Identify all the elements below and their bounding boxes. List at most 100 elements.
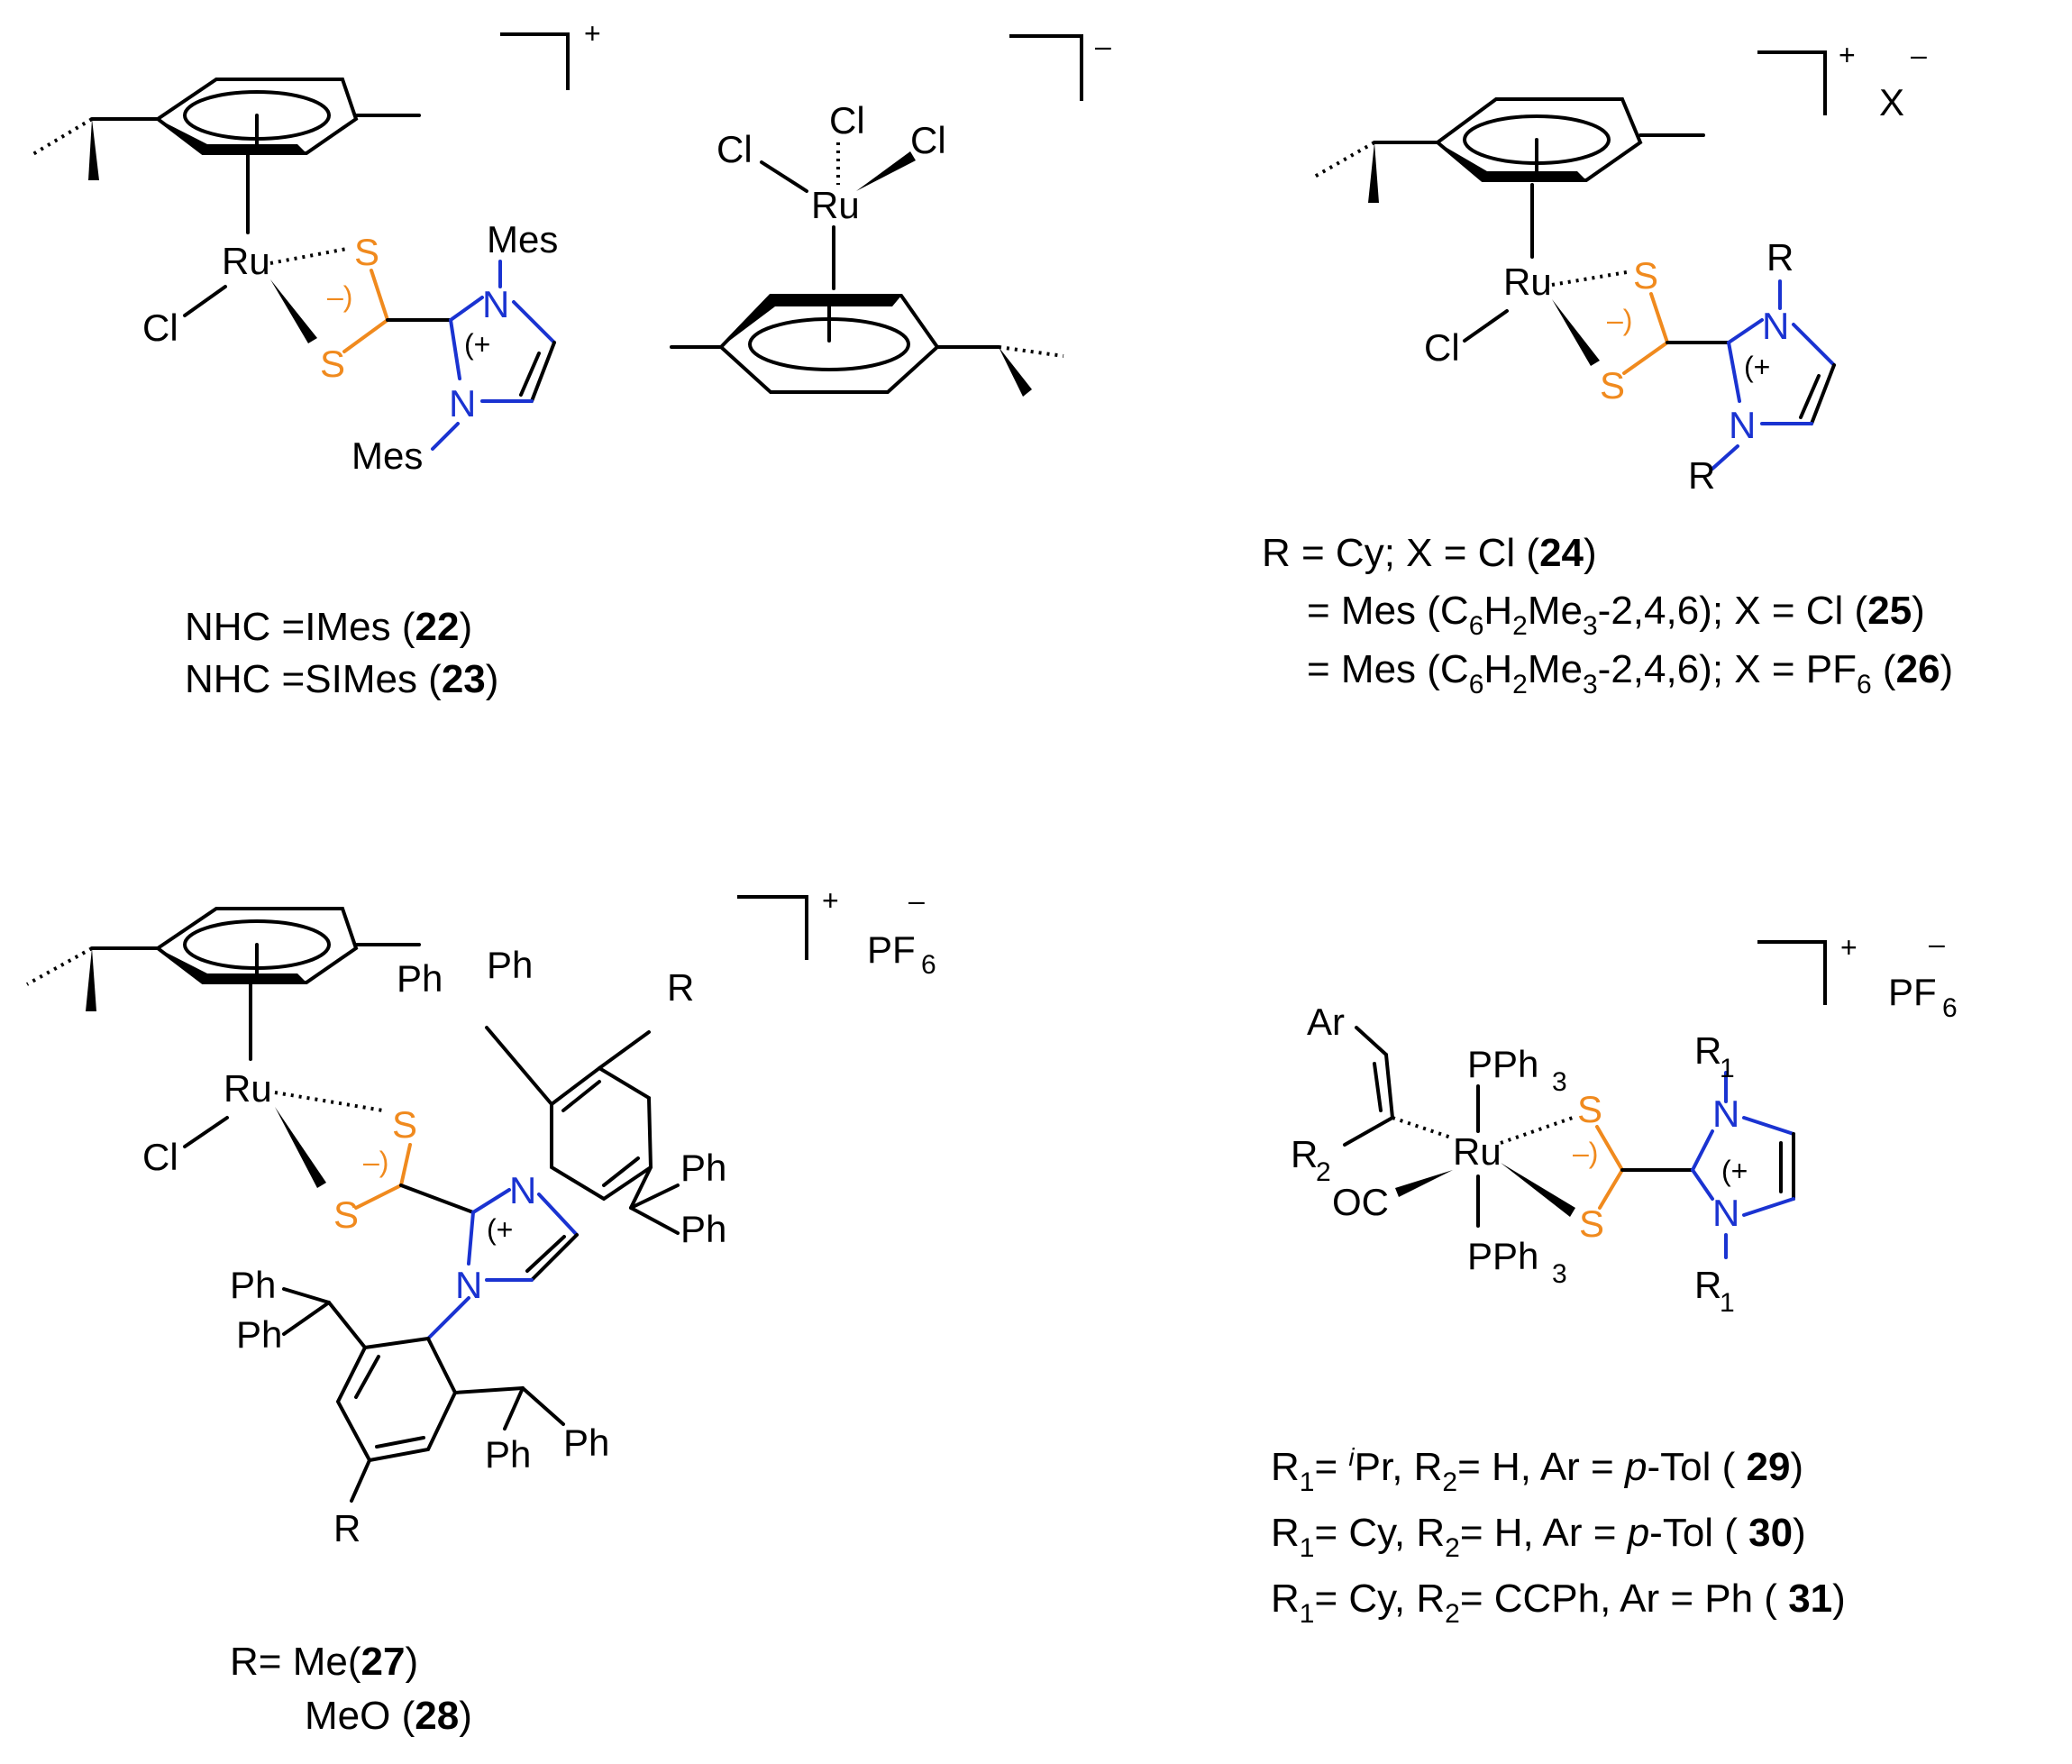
compound-number-24: 24 — [1539, 531, 1584, 575]
caption-30-r2-sub: 2 — [1445, 1533, 1460, 1563]
ru-atom: Ru — [224, 1067, 272, 1110]
caption-25-close: ) — [1912, 589, 1925, 633]
counterion-pf: PF — [1888, 971, 1937, 1013]
caption-25-sub3: 3 — [1583, 611, 1598, 641]
s-atom-bottom: S — [333, 1193, 359, 1236]
caption-22-text: NHC =IMes ( — [185, 605, 415, 649]
caption-30-close: ) — [1793, 1511, 1806, 1555]
r-top: R — [1766, 236, 1794, 279]
svg-text:R = Cy; X = Cl (24): R = Cy; X = Cl (24) — [1262, 531, 1597, 575]
caption-30-d: -Tol ( — [1649, 1511, 1748, 1555]
caption-31: R1= Cy, R2= CCPh, Ar = Ph ( 31) — [1271, 1577, 1846, 1629]
caption-22-close: ) — [459, 605, 472, 649]
caption-29-a: = — [1314, 1445, 1348, 1489]
compound-number-23: 23 — [442, 657, 486, 701]
cl-atom-left: Cl — [717, 128, 753, 170]
r2-sub: 2 — [1316, 1157, 1331, 1187]
n-atom-bottom: N — [449, 382, 476, 425]
oc-ligand: OC — [1332, 1181, 1389, 1223]
structure-29-31: Ar R 2 Ru OC PPh 3 PPh 3 S S –) N N (+ R — [1291, 928, 1958, 1318]
ph-7: Ph — [485, 1433, 531, 1476]
compound-number-27: 27 — [361, 1640, 405, 1684]
svg-text:= Mes (C6H2Me3-2,4,6); X = PF6: = Mes (C6H2Me3-2,4,6); X = PF6 (26) — [1307, 647, 1953, 699]
caption-29-c: = H, Ar = — [1457, 1445, 1625, 1489]
r-bottom: R — [333, 1507, 361, 1549]
caption-25-m3: -2,4,6); X = Cl ( — [1598, 589, 1868, 633]
cl-atom: Cl — [142, 306, 178, 349]
svg-text:MeO (28): MeO (28) — [305, 1694, 472, 1738]
caption-30-r-sub: 1 — [1300, 1533, 1315, 1563]
caption-30-para: p — [1626, 1511, 1649, 1555]
s-atom-top: S — [392, 1103, 417, 1146]
s-atom-top: S — [1633, 254, 1658, 297]
ph-8: Ph — [563, 1421, 609, 1464]
cl-atom-right: Cl — [910, 119, 946, 161]
ru-atom: Ru — [222, 240, 270, 282]
caption-28-close: ) — [459, 1694, 472, 1738]
cl-atom: Cl — [1424, 326, 1460, 369]
caption-29-r2-sub: 2 — [1442, 1467, 1457, 1497]
caption-22: NHC =IMes (22) — [185, 605, 472, 649]
caption-30-c: = H, Ar = — [1460, 1511, 1628, 1555]
structure-22-23: Ru Cl S S –) N N (+ Mes Mes + — [30, 17, 601, 477]
bracket-plus: + — [1839, 39, 1856, 71]
s-atom-top: S — [1577, 1088, 1602, 1130]
caption-29-b: Pr, R — [1355, 1445, 1443, 1489]
caption-29-iso: i — [1348, 1443, 1355, 1471]
bracket-plus: + — [1840, 931, 1857, 964]
caption-26-close: ) — [1940, 647, 1954, 691]
counterion-minus: – — [1929, 928, 1945, 960]
caption-24: R = Cy; X = Cl (24) — [1262, 531, 1597, 575]
pph3-bottom-sub: 3 — [1552, 1259, 1567, 1289]
r-top: R — [667, 966, 694, 1009]
svg-text:R1= Cy, R2= H, Ar = p-Tol ( 30: R1= Cy, R2= H, Ar = p-Tol ( 30) — [1271, 1511, 1806, 1563]
caption-24-text: R = Cy; X = Cl ( — [1262, 531, 1539, 575]
caption-29-para: p — [1623, 1445, 1647, 1489]
caption-25-pre: = Mes (C — [1307, 589, 1469, 633]
imidazolium-plus-charge: (+ — [1744, 351, 1770, 383]
n-atom-bottom: N — [1712, 1192, 1739, 1234]
bracket-plus: + — [822, 884, 839, 917]
pph3-top-sub: 3 — [1552, 1067, 1567, 1097]
caption-29-d: -Tol ( — [1647, 1445, 1746, 1489]
compound-number-22: 22 — [415, 605, 459, 649]
cs2-minus-charge: –) — [1573, 1137, 1598, 1169]
caption-26-m3: -2,4,6); X = PF — [1598, 647, 1857, 691]
s-atom-bottom: S — [1600, 364, 1625, 407]
svg-text:R= Me(27): R= Me(27) — [230, 1640, 418, 1684]
n-atom-bottom: N — [1729, 404, 1756, 446]
caption-26-m4: ( — [1872, 647, 1896, 691]
svg-text:R1= iPr, R2= H, Ar = p-Tol ( 2: R1= iPr, R2= H, Ar = p-Tol ( 29) — [1271, 1443, 1803, 1497]
caption-25-sub2: 2 — [1512, 611, 1528, 641]
bracket-plus: + — [584, 17, 601, 50]
caption-24-close: ) — [1584, 531, 1597, 575]
compound-number-28: 28 — [415, 1694, 459, 1738]
compound-number-31: 31 — [1788, 1577, 1832, 1621]
compound-number-25: 25 — [1867, 589, 1912, 633]
caption-23-close: ) — [486, 657, 499, 701]
caption-26-sub3: 3 — [1583, 670, 1598, 699]
svg-text:NHC =SIMes (23): NHC =SIMes (23) — [185, 657, 498, 701]
structure-24-26: Ru Cl S S –) N N (+ R R + X – — [1310, 39, 1927, 497]
ph-2: Ph — [487, 944, 533, 986]
imidazolium-plus-charge: (+ — [464, 328, 490, 361]
ph-1: Ph — [397, 957, 443, 1000]
caption-26-m1: H — [1483, 647, 1512, 691]
ph-5: Ph — [230, 1264, 276, 1306]
caption-26-sub4: 6 — [1857, 670, 1872, 699]
compound-number-26: 26 — [1896, 647, 1940, 691]
r2-group: R — [1291, 1133, 1318, 1175]
caption-31-c: = CCPh, Ar = Ph ( — [1460, 1577, 1788, 1621]
pph3-top: PPh — [1467, 1043, 1538, 1085]
caption-23: NHC =SIMes (23) — [185, 657, 498, 701]
caption-31-a: = Cy, R — [1314, 1577, 1445, 1621]
r1-bottom: R — [1694, 1264, 1721, 1306]
counterion-pf: PF — [867, 928, 916, 971]
compound-number-30: 30 — [1748, 1511, 1793, 1555]
ph-3: Ph — [680, 1147, 726, 1189]
caption-30-a: = Cy, R — [1314, 1511, 1445, 1555]
caption-31-r: R — [1271, 1577, 1300, 1621]
counterion-x: X — [1879, 81, 1904, 123]
caption-31-close: ) — [1832, 1577, 1846, 1621]
caption-30-r: R — [1271, 1511, 1300, 1555]
